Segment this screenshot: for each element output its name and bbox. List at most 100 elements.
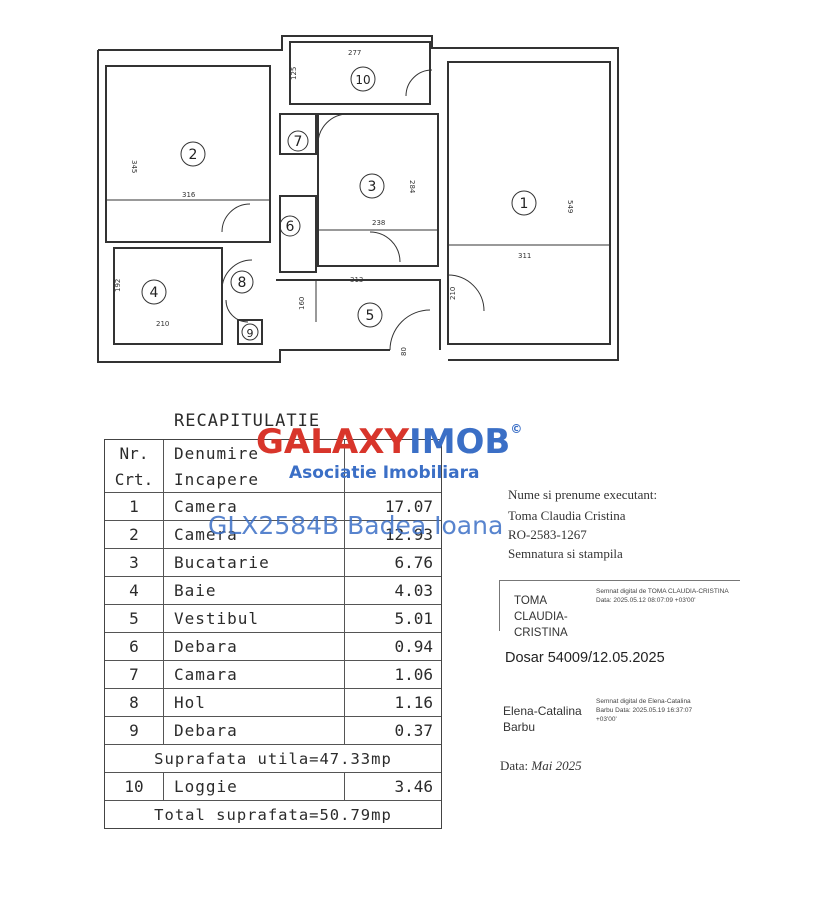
- svg-text:2: 2: [189, 147, 198, 163]
- row-name: Camara: [164, 661, 345, 688]
- row-name: Camera: [164, 521, 345, 548]
- row-name: Camera: [164, 493, 345, 520]
- table-header: Nr. Crt. Denumire Incapere: [105, 440, 441, 492]
- room-4-wall: [113, 247, 223, 345]
- dimension-label: 192: [114, 279, 122, 292]
- outer-wall-left: [97, 50, 390, 363]
- executant-signature-label: Semnatura si stampila: [508, 546, 623, 561]
- row-nr: 2: [105, 521, 164, 548]
- document-date: Data: Mai 2025: [500, 758, 582, 774]
- room-2-wall: [105, 65, 271, 243]
- svg-text:9: 9: [247, 327, 254, 340]
- signature-box: [499, 580, 740, 631]
- recap-title: RECAPITULATIE: [174, 411, 321, 431]
- row-area: 17.07: [384, 497, 433, 516]
- svg-text:5: 5: [366, 308, 375, 324]
- table-row: 9 Debara 0.37: [105, 716, 441, 744]
- room-marker-8: 8: [230, 270, 254, 294]
- svg-text:8: 8: [238, 275, 247, 291]
- row-nr: 7: [105, 661, 164, 688]
- header-incapere: Incapere: [174, 469, 260, 489]
- header-nr: Nr.: [119, 443, 149, 463]
- row-name: Debara: [164, 633, 345, 660]
- room-1-wall: [447, 61, 611, 345]
- svg-text:6: 6: [286, 219, 295, 235]
- table-row: 3 Bucatarie 6.76: [105, 548, 441, 576]
- room-marker-7: 7: [287, 130, 309, 152]
- dosar-number: Dosar 54009/12.05.2025: [505, 650, 665, 666]
- digital-signature-info: Semnat digital de TOMA CLAUDIA-CRISTINA …: [596, 588, 729, 604]
- row-nr: 1: [105, 493, 164, 520]
- executant-label: Nume si prenume executant:: [508, 487, 658, 502]
- watermark-logo: GALAXYIMOB©: [256, 422, 522, 462]
- logo-galaxy: GALAXY: [256, 422, 410, 462]
- room-marker-5: 5: [357, 302, 383, 328]
- svg-text:1: 1: [520, 196, 529, 212]
- total-row: Total suprafata=50.79mp: [105, 800, 441, 828]
- door-arc: [369, 231, 401, 263]
- room-5-wall: [276, 279, 441, 350]
- dimension-label: 345: [130, 160, 138, 173]
- svg-text:10: 10: [355, 73, 370, 87]
- svg-text:4: 4: [150, 285, 159, 301]
- watermark-code: GLX2584B Badea Ioana: [208, 511, 504, 540]
- svg-text:3: 3: [368, 179, 377, 195]
- room-6-wall: [279, 195, 317, 273]
- room-marker-1: 1: [511, 190, 537, 216]
- dimension-label: 160: [298, 297, 306, 310]
- dimension-label: 210: [156, 320, 169, 328]
- executant-code: RO-2583-1267: [508, 527, 587, 542]
- table-row: 8 Hol 1.16: [105, 688, 441, 716]
- row-name: Debara: [164, 717, 345, 744]
- row-area: 5.01: [394, 609, 433, 628]
- row-area: 6.76: [394, 553, 433, 572]
- dimension-label: 284: [408, 180, 416, 194]
- room-9-wall: [237, 319, 263, 345]
- svg-text:7: 7: [294, 134, 303, 150]
- outer-wall: [98, 35, 619, 361]
- row-nr: 10: [105, 773, 164, 800]
- row-name: Loggie: [164, 773, 345, 800]
- door-arc: [221, 259, 253, 291]
- row-nr: 6: [105, 633, 164, 660]
- table-row: 7 Camara 1.06: [105, 660, 441, 688]
- date-label: Data:: [500, 758, 529, 773]
- total-suprafata: Total suprafata=50.79mp: [154, 805, 392, 824]
- door-arc: [389, 309, 431, 351]
- dimension-label: 313: [350, 276, 363, 284]
- dimension-label: 316: [182, 191, 196, 199]
- door-arc: [225, 299, 249, 323]
- digital-signature-info-2: Semnat digital de Elena-Catalina Barbu D…: [596, 698, 693, 723]
- door-arc: [317, 113, 349, 145]
- registered-mark: ©: [510, 422, 523, 436]
- row-area: 1.06: [394, 665, 433, 684]
- header-denumire: Denumire: [174, 443, 260, 463]
- door-arc: [405, 69, 433, 97]
- room-10-wall: [289, 41, 431, 105]
- room-marker-2: 2: [180, 141, 206, 167]
- room-marker-3: 3: [359, 173, 385, 199]
- table-row: 1 Camera 17.07: [105, 492, 441, 520]
- table-row: 4 Baie 4.03: [105, 576, 441, 604]
- table-row: 5 Vestibul 5.01: [105, 604, 441, 632]
- room-marker-6: 6: [279, 215, 301, 237]
- row-name: Vestibul: [164, 605, 345, 632]
- room-marker-10: 10: [350, 66, 376, 92]
- row-nr: 4: [105, 577, 164, 604]
- suprafata-utila: Suprafata utila=47.33mp: [154, 749, 392, 768]
- row-area: 1.16: [394, 693, 433, 712]
- header-crt: Crt.: [114, 469, 154, 489]
- dimension-label: 80: [400, 347, 408, 356]
- room-marker-4: 4: [141, 279, 167, 305]
- row-nr: 5: [105, 605, 164, 632]
- table-row: 10 Loggie 3.46: [105, 772, 441, 800]
- row-area: 0.37: [394, 721, 433, 740]
- utila-row: Suprafata utila=47.33mp: [105, 744, 441, 772]
- table-row: 6 Debara 0.94: [105, 632, 441, 660]
- row-nr: 8: [105, 689, 164, 716]
- recap-table: Nr. Crt. Denumire Incapere 1 Camera 17.0…: [104, 439, 442, 829]
- dimension-label: 277: [348, 49, 361, 57]
- row-name: Baie: [164, 577, 345, 604]
- signer2-name: Elena-Catalina Barbu: [503, 704, 582, 734]
- dimension-label: 238: [372, 219, 385, 227]
